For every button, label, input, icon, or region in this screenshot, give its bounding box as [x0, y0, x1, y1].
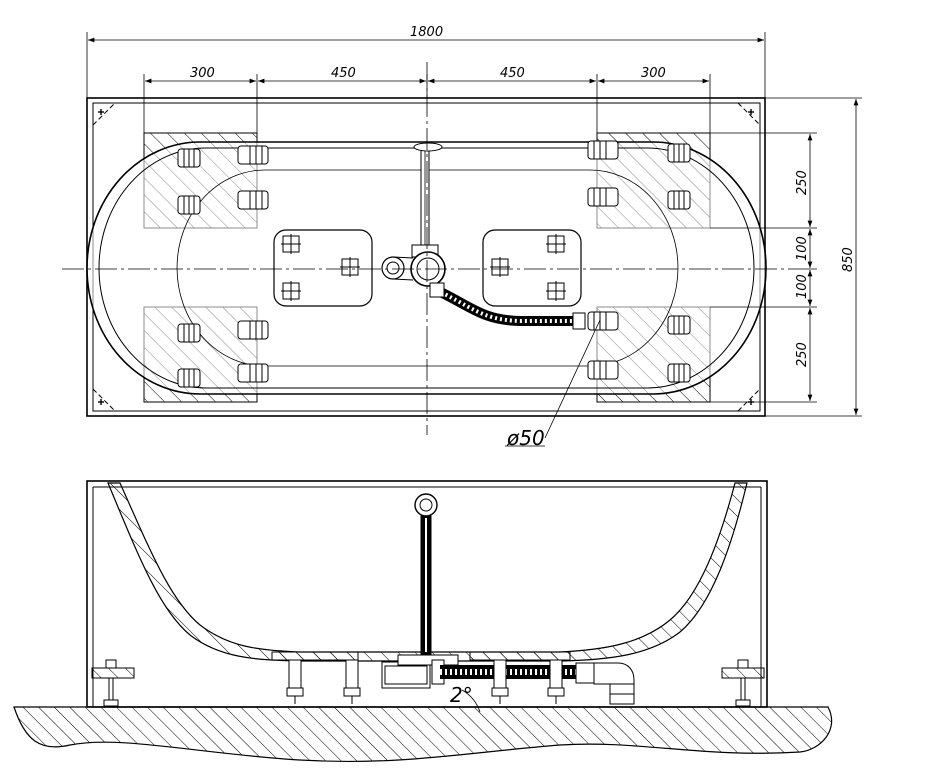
dim-width-segment-2: 100	[795, 236, 810, 261]
section-view	[86, 480, 768, 713]
dim-total-width: 850	[841, 247, 856, 272]
dim-segment-4: 300	[641, 66, 666, 81]
dim-width-segment-3: 100	[795, 274, 810, 299]
top-dimensions	[86, 32, 766, 133]
pipe-diameter-label: ø50	[506, 426, 545, 450]
drain-assembly-plan	[381, 142, 586, 330]
dim-width-segment-1: 250	[795, 170, 810, 195]
slope-label: 2°	[450, 683, 473, 707]
drain-assembly-section	[381, 654, 635, 705]
dim-width-segment-4: 250	[795, 342, 810, 367]
dim-segment-1: 300	[190, 66, 215, 81]
floor-ground	[13, 706, 833, 763]
plan-view	[62, 62, 790, 447]
dim-total-length: 1800	[410, 25, 443, 40]
dim-segment-3: 450	[500, 66, 525, 81]
dim-segment-2: 450	[331, 66, 356, 81]
right-dimensions	[710, 97, 862, 417]
